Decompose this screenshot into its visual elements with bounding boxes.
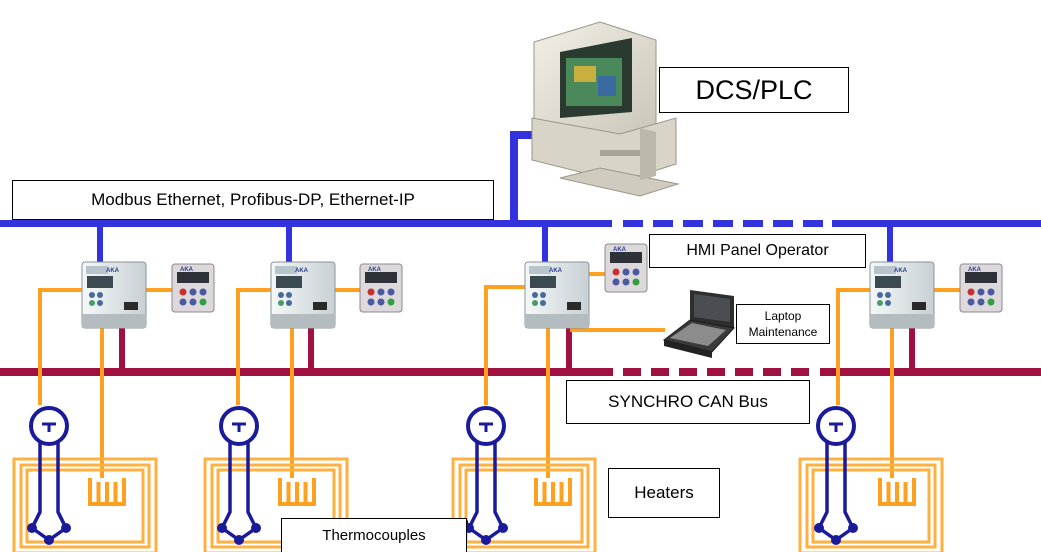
heater-frame [798,457,944,552]
laptop-label: Laptop Maintenance [736,304,830,344]
dcs-plc-text: DCS/PLC [695,74,813,105]
network-label: Modbus Ethernet, Profibus-DP, Ethernet-I… [12,180,494,220]
heater-coil-icon [88,476,126,506]
heaters-label: Heaters [608,468,720,518]
keypad-panel-icon [359,263,403,313]
heaters-text: Heaters [634,483,694,502]
signal-wires [38,272,962,478]
laptop-text-line1: Laptop [764,309,802,323]
computer-icon [531,21,680,197]
device-badge: AKA [368,267,382,273]
device-badge: AKA [894,268,908,274]
thermocouples-label: Thermocouples [281,518,467,552]
thermocouple-icon [29,406,69,446]
dcs-plc-label: DCS/PLC [659,67,849,113]
heater-coil-icon [278,476,316,506]
keypad-panel-icon [604,243,648,293]
thermocouples-text: Thermocouples [322,527,426,544]
laptop-icon [662,290,735,358]
thermocouple-leads [30,440,855,529]
device-badge: AKA [549,268,563,274]
hmi-text: HMI Panel Operator [686,242,829,259]
device-badge: AKA [613,247,627,253]
can-bus [0,328,1041,376]
device-badge: AKA [968,267,982,273]
can-bus-label: SYNCHRO CAN Bus [566,380,810,424]
can-bus-text: SYNCHRO CAN Bus [608,392,768,411]
keypad-panel-icon [959,263,1003,313]
heater-frame [451,457,597,552]
thermocouple-icon [466,406,506,446]
device-badge: AKA [106,268,120,274]
laptop-text-line2: Maintenance [748,325,818,339]
device-badge: AKA [180,267,194,273]
heater-coil-icon [534,476,572,506]
heater-coil-icon [878,476,916,506]
device-badge: AKA [295,268,309,274]
network-text: Modbus Ethernet, Profibus-DP, Ethernet-I… [91,190,415,209]
thermocouple-icon [219,406,259,446]
heater-frame [12,457,158,552]
hmi-label: HMI Panel Operator [649,234,866,268]
thermocouple-icon [816,406,856,446]
keypad-panel-icon [171,263,215,313]
network-bus [0,131,1041,263]
